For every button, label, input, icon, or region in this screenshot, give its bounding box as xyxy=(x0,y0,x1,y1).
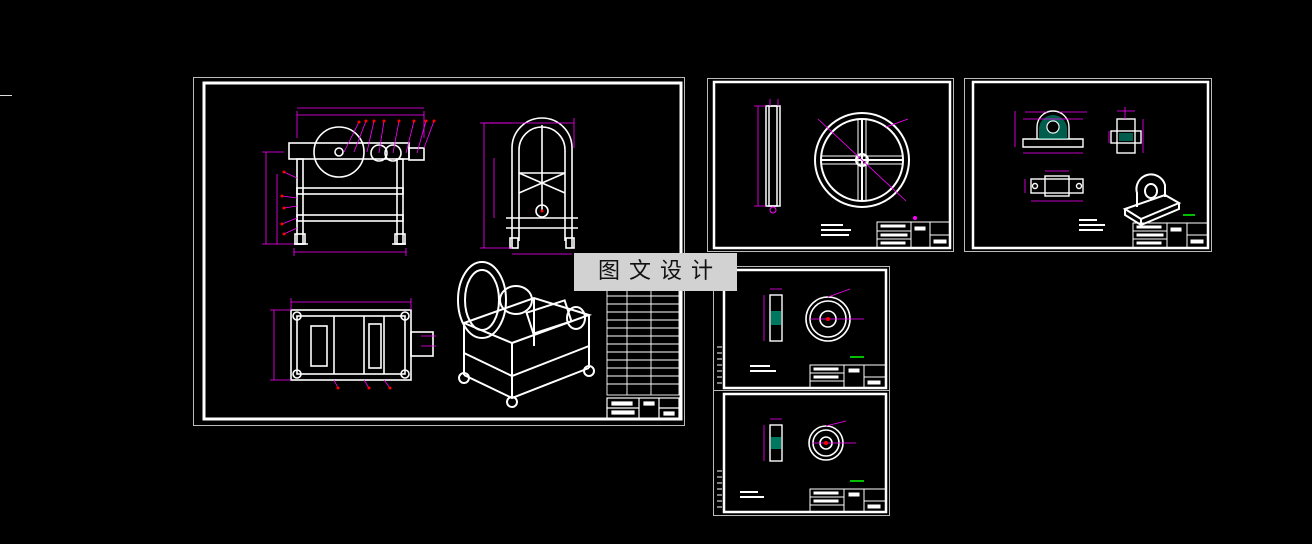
gear-1-side-ruler xyxy=(717,346,722,384)
front-view-dimensions xyxy=(262,107,435,256)
watermark-label: 图文设计 xyxy=(574,253,737,291)
wheel-notes xyxy=(821,224,851,236)
bearing-notes xyxy=(1079,219,1105,231)
wheel-drawing xyxy=(712,80,952,250)
front-view-callouts xyxy=(280,119,436,236)
gear-1-notes xyxy=(750,365,776,372)
bearing-front-dimensions xyxy=(1014,111,1087,154)
drawing-sheet-gear-1[interactable] xyxy=(713,266,890,392)
gear-2-side-ruler xyxy=(717,470,722,508)
bearing-top-dimensions xyxy=(1024,170,1083,202)
isometric-view xyxy=(457,261,595,408)
gear-1-drawing xyxy=(717,268,888,390)
parts-list xyxy=(606,287,680,396)
bearing-side-dimensions xyxy=(1108,107,1144,153)
top-view-callouts xyxy=(336,386,392,390)
wheel-section xyxy=(765,105,781,207)
side-view-dimensions xyxy=(480,118,575,255)
drawing-sheet-assembly[interactable] xyxy=(193,77,685,426)
wheel-section-dimensions xyxy=(754,99,779,207)
bearing-top xyxy=(1030,175,1084,197)
canvas-edge-mark xyxy=(0,95,12,96)
gear-1-title-block xyxy=(809,364,887,389)
bearing-drawing xyxy=(971,80,1210,250)
drawing-sheet-gear-2[interactable] xyxy=(713,390,890,516)
drawing-sheet-wheel[interactable] xyxy=(707,78,954,252)
gear-1-section xyxy=(769,294,783,342)
assembly-title-block xyxy=(606,397,680,420)
assembly-drawing xyxy=(202,81,683,421)
gear-2-notes xyxy=(740,491,764,498)
bearing-side xyxy=(1110,118,1142,154)
gear-2-section xyxy=(769,424,783,462)
bearing-isometric xyxy=(1122,173,1182,227)
top-view xyxy=(290,309,434,381)
bearing-title-block xyxy=(1132,222,1209,249)
gear-2-drawing xyxy=(717,392,888,514)
wheel-front-dimensions xyxy=(817,118,909,202)
front-view xyxy=(288,126,425,245)
wheel-title-block xyxy=(876,221,951,249)
side-view xyxy=(506,117,578,249)
drawing-sheet-bearing-block[interactable] xyxy=(964,78,1212,252)
gear-2-title-block xyxy=(809,488,887,513)
